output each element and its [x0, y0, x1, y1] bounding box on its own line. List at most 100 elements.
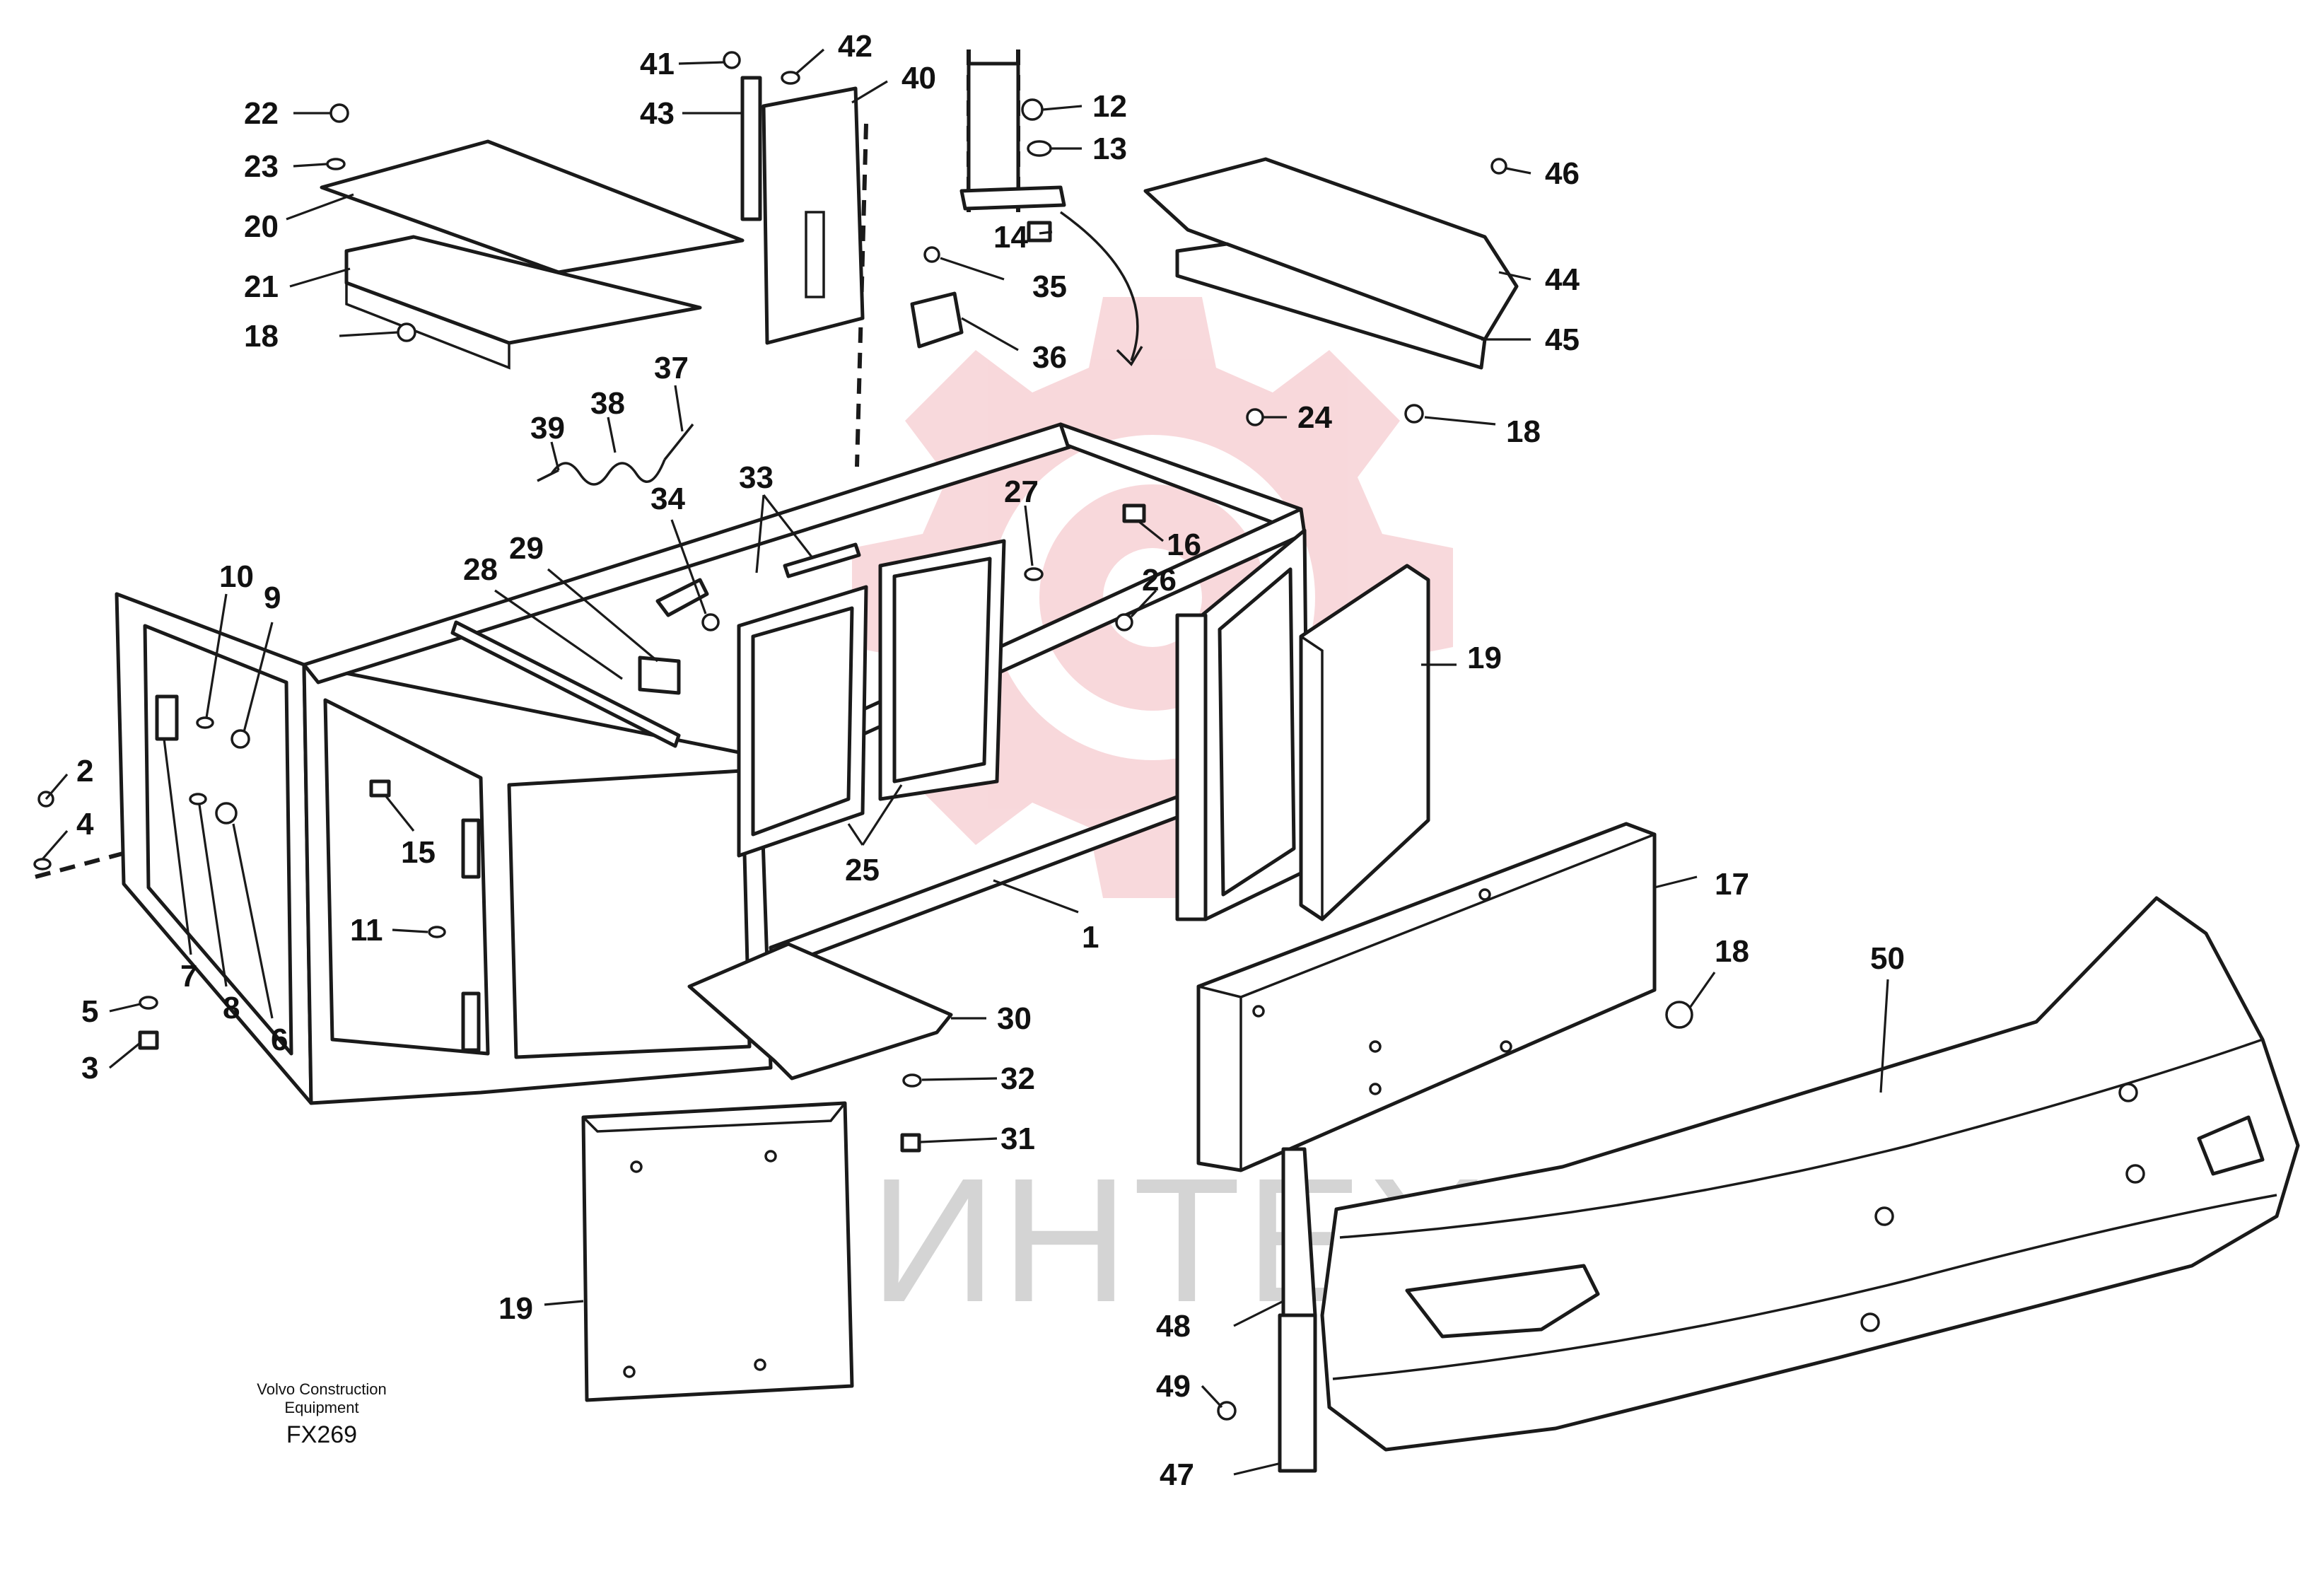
bracket-47 [1278, 1313, 1317, 1473]
curved-arrow [1059, 211, 1139, 361]
callout-15: 15 [401, 835, 436, 870]
inner-panel-left-inner [751, 606, 854, 837]
callout-44: 44 [1545, 262, 1580, 297]
top-plate-21 [344, 235, 702, 345]
callout-13: 13 [1092, 132, 1127, 166]
callout-31: 31 [1000, 1122, 1035, 1156]
inner-panel-right-inner [892, 557, 992, 784]
spring-38 [550, 459, 666, 486]
callout-16: 16 [1167, 528, 1201, 562]
spring-39-end [537, 469, 559, 482]
callout-10: 10 [219, 559, 254, 594]
callout-7: 7 [180, 959, 197, 994]
callout-14: 14 [993, 220, 1028, 255]
latch-bracket-34 [655, 578, 709, 617]
left-end-frame-inner [143, 624, 293, 1056]
callout-6: 6 [271, 1023, 288, 1057]
callout-32: 32 [1000, 1061, 1035, 1096]
bracket-36 [910, 291, 964, 349]
latch-rod-33 [783, 542, 861, 578]
callout-26: 26 [1142, 563, 1177, 598]
side-panel-19-front [581, 1101, 854, 1402]
callout-49: 49 [1156, 1369, 1191, 1404]
callout-8: 8 [223, 991, 240, 1025]
callout-24: 24 [1297, 400, 1332, 435]
callout-18-lower: 18 [1715, 934, 1749, 969]
callout-47: 47 [1160, 1457, 1194, 1492]
rear-post [1175, 613, 1208, 921]
callout-45: 45 [1545, 322, 1580, 357]
side-panel-19-front-edge [582, 1102, 846, 1133]
bottom-plate [687, 942, 953, 1080]
credit-line-1: Volvo Construction [257, 1380, 386, 1398]
front-frame-right-panel [507, 769, 752, 1059]
callout-28: 28 [463, 552, 498, 587]
callout-33: 33 [739, 460, 774, 495]
curved-arrow-head [1116, 346, 1143, 366]
callout-41: 41 [640, 47, 675, 81]
callout-27: 27 [1004, 474, 1039, 509]
callout-50: 50 [1870, 941, 1905, 976]
figure-code: FX269 [286, 1421, 357, 1448]
callout-25: 25 [845, 853, 880, 887]
credit-block: Volvo Construction Equipment FX269 [257, 1380, 386, 1448]
callout-42: 42 [838, 29, 873, 64]
top-plate-45 [1175, 242, 1487, 370]
front-frame-left-panel [323, 698, 490, 1056]
strip-43 [740, 76, 762, 221]
main-frame [115, 422, 1310, 1105]
callout-2: 2 [76, 754, 93, 788]
callout-39: 39 [530, 411, 565, 445]
dashed-leader-40 [855, 123, 868, 467]
callout-23: 23 [244, 149, 279, 184]
callout-46: 46 [1545, 156, 1580, 191]
right-end-frame-inner [1218, 567, 1296, 897]
top-plate-20 [320, 139, 745, 274]
callout-43: 43 [640, 96, 675, 131]
callout-40: 40 [901, 61, 936, 95]
hinge-strip-left-lower [461, 991, 481, 1052]
mast [967, 62, 1020, 200]
callout-12: 12 [1092, 89, 1127, 124]
callout-1: 1 [1082, 920, 1099, 955]
callout-9: 9 [264, 581, 281, 615]
leader-lines [41, 48, 1889, 1476]
hinge-rod-28 [450, 620, 681, 748]
hinge-strip-left [461, 818, 481, 879]
callout-20: 20 [244, 209, 279, 244]
side-panel-19-right [1299, 564, 1430, 921]
fasteners [33, 51, 1693, 1421]
callout-11: 11 [350, 913, 383, 948]
callout-22: 22 [244, 96, 279, 131]
callout-21: 21 [244, 269, 279, 304]
callout-17: 17 [1715, 867, 1749, 902]
mast-foot [959, 185, 1066, 211]
callout-5: 5 [81, 994, 98, 1029]
bracket-40-slot [805, 211, 825, 298]
callout-48: 48 [1156, 1309, 1191, 1344]
bracket-40 [761, 86, 865, 345]
counterweight-50-recess-right [2197, 1115, 2265, 1176]
callout-18-right: 18 [1506, 414, 1541, 449]
panel-17 [1196, 822, 1657, 1172]
credit-line-2: Equipment [284, 1399, 358, 1416]
hinge-bracket-7 [155, 694, 179, 741]
callout-19-front: 19 [498, 1291, 533, 1326]
callout-34: 34 [650, 482, 685, 516]
callout-29: 29 [509, 531, 544, 566]
side-panel-19-right-edge [1300, 635, 1324, 919]
counterweight-50-lower-ridge [1332, 1194, 2277, 1380]
counterweight-50-top-ridge [1339, 1038, 2263, 1239]
hinge-bracket-29 [638, 656, 681, 695]
callout-4: 4 [76, 807, 94, 841]
callout-18-left: 18 [244, 319, 279, 354]
callout-30: 30 [997, 1001, 1032, 1036]
callout-3: 3 [81, 1051, 98, 1085]
callout-labels: 1 2 3 4 5 6 7 8 9 10 11 12 13 14 15 16 1… [76, 29, 1905, 1492]
callout-35: 35 [1032, 269, 1067, 304]
spring-37-end [663, 423, 694, 461]
callout-37: 37 [654, 351, 689, 385]
top-plate-21-edge [345, 281, 510, 370]
counterweight-50-recess [1405, 1264, 1600, 1339]
